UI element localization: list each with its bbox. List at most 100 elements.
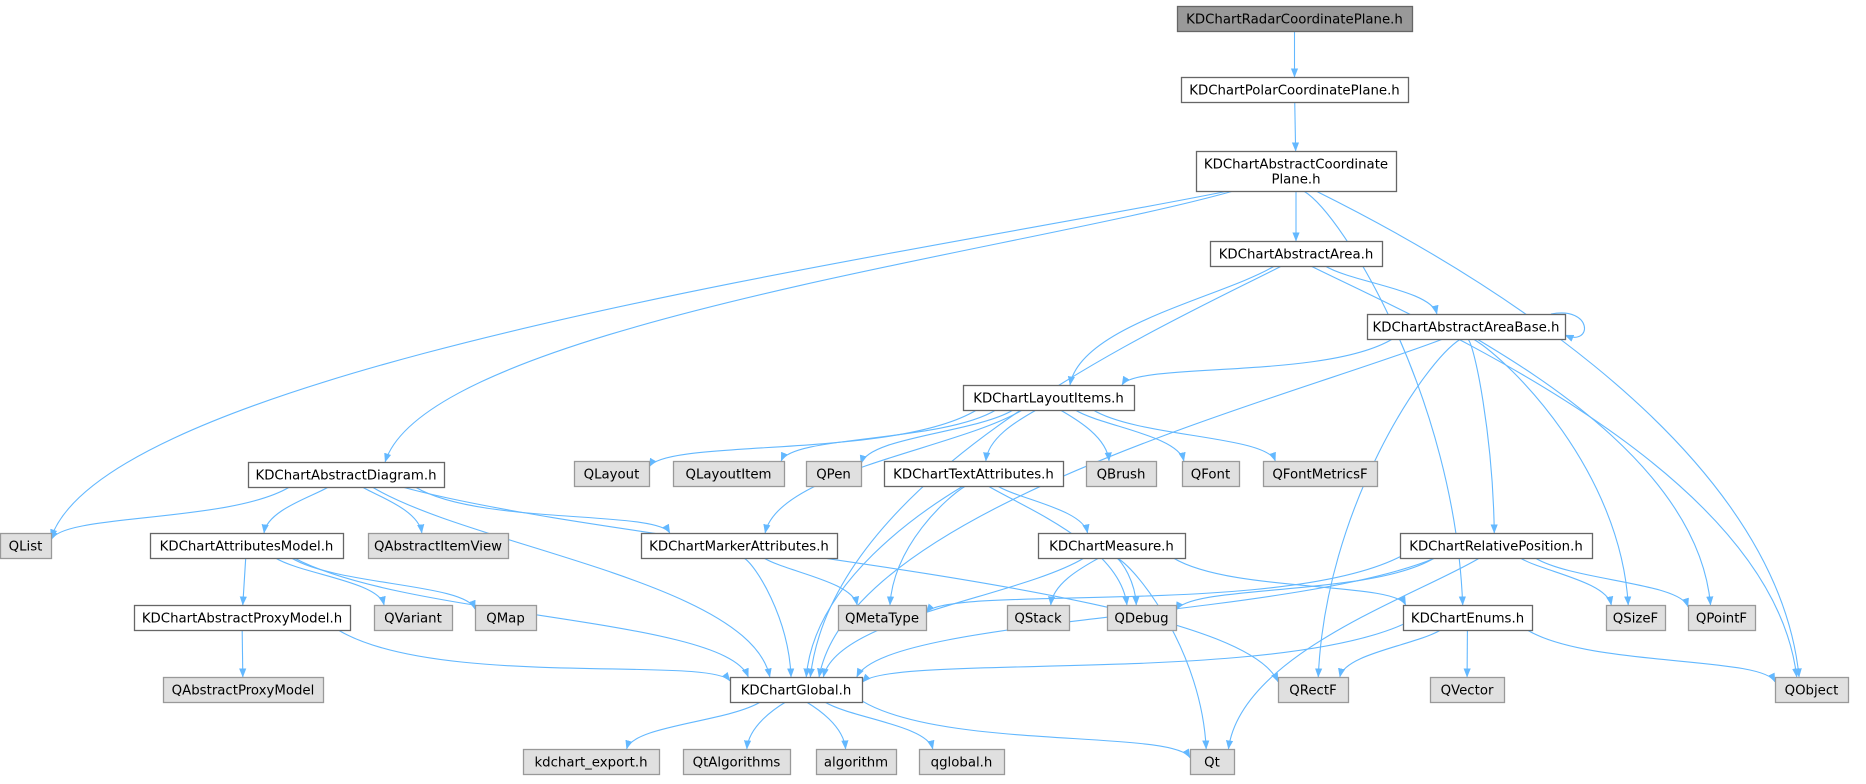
node-box-qvector xyxy=(1429,676,1506,704)
node-qglobal: qglobal.h xyxy=(918,748,1006,776)
node-box-qpointf xyxy=(1687,604,1757,632)
node-label-enums: KDChartEnums.h xyxy=(1411,612,1524,627)
node-qdebug: QDebug xyxy=(1106,604,1178,632)
node-label-qabsproxymodel: QAbstractProxyModel xyxy=(172,684,315,699)
node-qabsitemview: QAbstractItemView xyxy=(367,532,510,560)
node-label-measure: KDChartMeasure.h xyxy=(1049,540,1174,555)
edge-textattr-to-qmetatype xyxy=(886,485,966,606)
node-algorithm: algorithm xyxy=(815,748,898,776)
node-label-layoutitems: KDChartLayoutItems.h xyxy=(973,392,1124,407)
node-qbrush: QBrush xyxy=(1085,460,1158,488)
node-box-qobject xyxy=(1774,676,1850,704)
node-box-absareabase xyxy=(1366,313,1567,341)
node-label-absareabase: KDChartAbstractAreaBase.h xyxy=(1373,321,1560,336)
node-layoutitems[interactable]: KDChartLayoutItems.h xyxy=(962,384,1136,412)
edge-layoutitems-to-qfontmetricsf xyxy=(1092,409,1276,462)
node-label-attrmodel: KDChartAttributesModel.h xyxy=(160,540,334,555)
node-label-radar: KDChartRadarCoordinatePlane.h xyxy=(1186,13,1403,28)
node-qvector: QVector xyxy=(1429,676,1506,704)
node-qrectf: QRectF xyxy=(1277,676,1350,704)
node-box-qpen xyxy=(805,460,863,488)
edge-absareabase-to-qsizef xyxy=(1472,338,1632,606)
node-label-qglobal: qglobal.h xyxy=(931,756,993,771)
node-qfontmetricsf: QFontMetricsF xyxy=(1262,460,1379,488)
node-absdiagram[interactable]: KDChartAbstractDiagram.h xyxy=(247,461,446,489)
node-label-qmetatype: QMetaType xyxy=(845,612,919,627)
node-label-qpointf: QPointF xyxy=(1696,612,1747,627)
node-measure[interactable]: KDChartMeasure.h xyxy=(1037,532,1187,560)
edge-absareabase-to-relpos xyxy=(1467,338,1498,534)
edge-global-to-qtalgorithms xyxy=(743,701,786,750)
node-box-layoutitems xyxy=(962,384,1136,412)
node-label-qabsitemview: QAbstractItemView xyxy=(374,540,502,555)
edge-attrmodel-to-qvariant xyxy=(275,557,386,606)
node-qmap: QMap xyxy=(474,604,538,632)
node-label-qvector: QVector xyxy=(1441,684,1494,699)
node-box-qtalgorithms xyxy=(682,748,792,776)
node-absarea[interactable]: KDChartAbstractArea.h xyxy=(1209,240,1384,268)
edge-absdiagram-to-attrmodel xyxy=(261,486,329,534)
node-qstack: QStack xyxy=(1006,604,1071,632)
node-box-qfontmetricsf xyxy=(1262,460,1379,488)
node-qt: Qt xyxy=(1189,748,1236,776)
node-radar[interactable]: KDChartRadarCoordinatePlane.h xyxy=(1176,5,1414,33)
edge-textattr-to-global xyxy=(803,485,964,678)
edge-attrmodel-to-qmap xyxy=(291,557,476,610)
node-box-qbrush xyxy=(1085,460,1158,488)
edge-layoutitems-to-textattr xyxy=(983,409,1037,462)
node-box-kdexport xyxy=(522,748,661,776)
edge-layoutitems-to-qfont xyxy=(1074,409,1186,462)
node-label-qfont: QFont xyxy=(1191,468,1230,483)
node-label-qsizef: QSizeF xyxy=(1613,612,1658,627)
node-label-qobject: QObject xyxy=(1785,684,1839,699)
node-box-qvariant xyxy=(373,604,454,632)
node-qtalgorithms: QtAlgorithms xyxy=(682,748,792,776)
node-relpos[interactable]: KDChartRelativePosition.h xyxy=(1399,532,1594,560)
node-global[interactable]: KDChartGlobal.h xyxy=(729,676,864,704)
node-absareabase[interactable]: KDChartAbstractAreaBase.h xyxy=(1366,313,1567,341)
edge-global-to-kdexport xyxy=(625,701,761,750)
node-label-qlist: QList xyxy=(9,540,43,555)
node-box-qmap xyxy=(474,604,538,632)
node-box-qsizef xyxy=(1605,604,1667,632)
node-label-markerattr: KDChartMarkerAttributes.h xyxy=(649,540,829,555)
edge-absareabase-to-qpointf xyxy=(1476,338,1714,606)
node-label-qlayoutitem: QLayoutItem xyxy=(686,468,772,483)
node-qlayoutitem: QLayoutItem xyxy=(672,460,786,488)
node-markerattr[interactable]: KDChartMarkerAttributes.h xyxy=(640,532,839,560)
edge-absareabase-to-layoutitems xyxy=(1121,338,1393,386)
edge-markerattr-to-global xyxy=(743,557,795,678)
node-label-relpos: KDChartRelativePosition.h xyxy=(1409,540,1583,555)
node-box-markerattr xyxy=(640,532,839,560)
edge-attrmodel-to-global xyxy=(293,557,749,678)
edge-relpos-to-global xyxy=(856,557,1436,678)
edge-absdiagram-to-qlist xyxy=(50,486,290,541)
node-absproxy[interactable]: KDChartAbstractProxyModel.h xyxy=(133,604,352,632)
node-box-qt xyxy=(1189,748,1236,776)
node-textattr[interactable]: KDChartTextAttributes.h xyxy=(883,460,1065,488)
edge-absareabase-to-qrectf xyxy=(1315,338,1462,678)
node-box-absarea xyxy=(1209,240,1384,268)
node-enums[interactable]: KDChartEnums.h xyxy=(1402,604,1534,632)
node-box-qlayoutitem xyxy=(672,460,786,488)
node-box-global xyxy=(729,676,864,704)
node-label-qvariant: QVariant xyxy=(384,612,442,627)
node-polar[interactable]: KDChartPolarCoordinatePlane.h xyxy=(1180,76,1410,104)
edge-absdiagram-to-qabsitemview xyxy=(361,486,425,534)
node-box-absproxy xyxy=(133,604,352,632)
edge-relpos-to-qdebug xyxy=(1175,557,1435,611)
edge-absarea-to-global xyxy=(807,265,1282,678)
dependency-edges xyxy=(50,31,1802,759)
node-label-abscoord: Plane.h xyxy=(1271,173,1320,188)
edge-layoutitems-to-qpen xyxy=(859,409,1014,465)
edge-relpos-to-qt xyxy=(1226,557,1480,750)
node-box-attrmodel xyxy=(149,532,345,560)
node-qsizef: QSizeF xyxy=(1605,604,1667,632)
node-label-qpen: QPen xyxy=(816,468,851,483)
node-box-algorithm xyxy=(815,748,898,776)
edge-measure-to-enums xyxy=(1173,557,1407,606)
node-qmetatype: QMetaType xyxy=(837,604,928,632)
node-attrmodel[interactable]: KDChartAttributesModel.h xyxy=(149,532,345,560)
node-label-qdebug: QDebug xyxy=(1114,612,1168,627)
